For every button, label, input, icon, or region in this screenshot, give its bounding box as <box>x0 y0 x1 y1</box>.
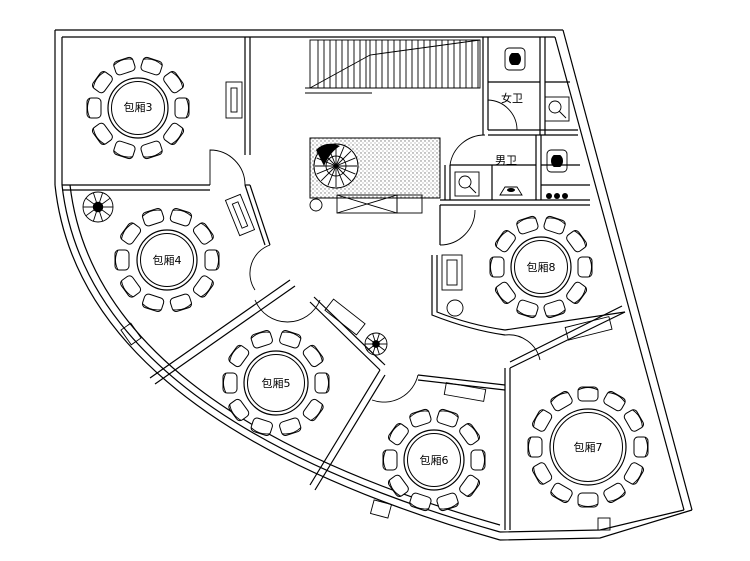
chair <box>409 408 432 428</box>
room-label-4: 包厢4 <box>153 254 182 267</box>
chair <box>113 140 136 160</box>
chair <box>577 386 599 402</box>
chair <box>623 409 644 432</box>
room-label-7: 包厢7 <box>574 441 603 454</box>
chair <box>566 281 588 304</box>
sink-icon <box>544 96 570 122</box>
chair <box>550 482 573 503</box>
chair <box>250 330 273 349</box>
chair <box>527 436 543 458</box>
chair <box>250 417 273 436</box>
chair <box>577 492 599 508</box>
chair <box>91 71 113 94</box>
room-label-8: 包厢8 <box>527 261 556 274</box>
chair <box>516 299 539 319</box>
chair <box>633 436 649 458</box>
chair <box>489 256 505 278</box>
chair <box>470 449 486 471</box>
plant-icon <box>364 332 388 356</box>
chair <box>204 249 220 271</box>
room-label-6: 包厢6 <box>420 454 449 467</box>
restroom-fixtures <box>454 47 570 199</box>
room-label-3: 包厢3 <box>124 101 153 114</box>
chair <box>163 71 185 94</box>
plants <box>82 191 388 356</box>
toilet-icon <box>504 47 526 71</box>
chair <box>550 391 573 412</box>
sink-icon <box>454 171 480 197</box>
chair <box>279 417 302 436</box>
plant-icon <box>82 191 114 223</box>
chair <box>113 56 136 76</box>
chair <box>409 492 432 512</box>
chair <box>387 474 409 497</box>
chair <box>543 299 566 319</box>
dining-tables <box>86 56 649 512</box>
cabinets <box>224 81 613 402</box>
table-room-8 <box>489 215 593 319</box>
chair <box>114 249 130 271</box>
toilet-icon <box>546 149 568 173</box>
chair <box>120 275 142 298</box>
labels: 包厢3 包厢4 包厢5 包厢6 包厢7 包厢8 女卫 男卫 <box>124 91 603 467</box>
room-label-5: 包厢5 <box>262 377 291 390</box>
interior-walls <box>62 37 626 530</box>
chair <box>603 482 626 503</box>
chair <box>436 408 459 428</box>
chair <box>163 122 185 145</box>
table-room-5 <box>222 330 330 436</box>
chair <box>516 215 539 235</box>
chair <box>494 230 516 253</box>
chair <box>141 293 165 313</box>
chair <box>532 462 553 485</box>
chair <box>120 222 142 245</box>
chair <box>174 97 190 119</box>
chair <box>86 97 102 119</box>
chair <box>382 449 398 471</box>
table-room-4 <box>114 207 220 313</box>
chair <box>314 372 330 394</box>
chair <box>169 207 193 227</box>
chair <box>543 215 566 235</box>
chair <box>577 256 593 278</box>
hand-dryer-icon <box>546 193 568 199</box>
table-room-3 <box>86 56 190 160</box>
chair <box>192 275 214 298</box>
chair <box>279 330 302 349</box>
table-room-7 <box>527 386 649 508</box>
chair <box>623 462 644 485</box>
chair <box>436 492 459 512</box>
table-room-6 <box>382 408 486 512</box>
chair <box>192 222 214 245</box>
chair <box>169 293 193 313</box>
chair <box>222 372 238 394</box>
urinal-icon <box>499 186 523 196</box>
chair <box>387 423 409 446</box>
atrium-planter <box>309 137 441 214</box>
chair <box>459 423 481 446</box>
chair <box>603 391 626 412</box>
chair <box>228 344 250 368</box>
mens-restroom-label: 男卫 <box>495 154 517 167</box>
chair <box>566 230 588 253</box>
chair <box>459 474 481 497</box>
chair <box>494 281 516 304</box>
chair <box>302 398 324 422</box>
chair <box>140 56 163 76</box>
chair <box>302 344 324 368</box>
chair <box>532 409 553 432</box>
chair <box>91 122 113 145</box>
chair <box>228 398 250 422</box>
chair <box>140 140 163 160</box>
womens-restroom-label: 女卫 <box>501 91 523 105</box>
chair <box>141 207 165 227</box>
staircase <box>305 39 481 94</box>
